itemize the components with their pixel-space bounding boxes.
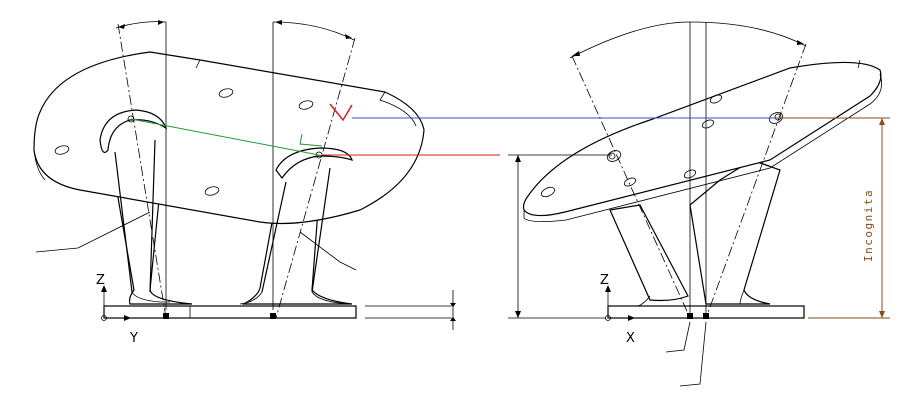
black-dimension (508, 154, 612, 319)
right-view (522, 21, 883, 387)
right-z-label: Z (600, 273, 609, 288)
right-axis-icon: Z X (600, 273, 635, 346)
right-leg-2 (689, 159, 781, 305)
incognita-label: Incognita (862, 189, 875, 262)
right-leg-1 (609, 204, 689, 302)
left-y-label: Y (129, 331, 138, 346)
right-x-label: X (626, 331, 635, 346)
incognita-dimension: Incognita (778, 117, 890, 319)
left-z-label: Z (96, 273, 105, 288)
right-top-plate (522, 61, 882, 217)
left-base-plate (103, 305, 357, 319)
left-axis-icon: Z Y (96, 273, 138, 346)
